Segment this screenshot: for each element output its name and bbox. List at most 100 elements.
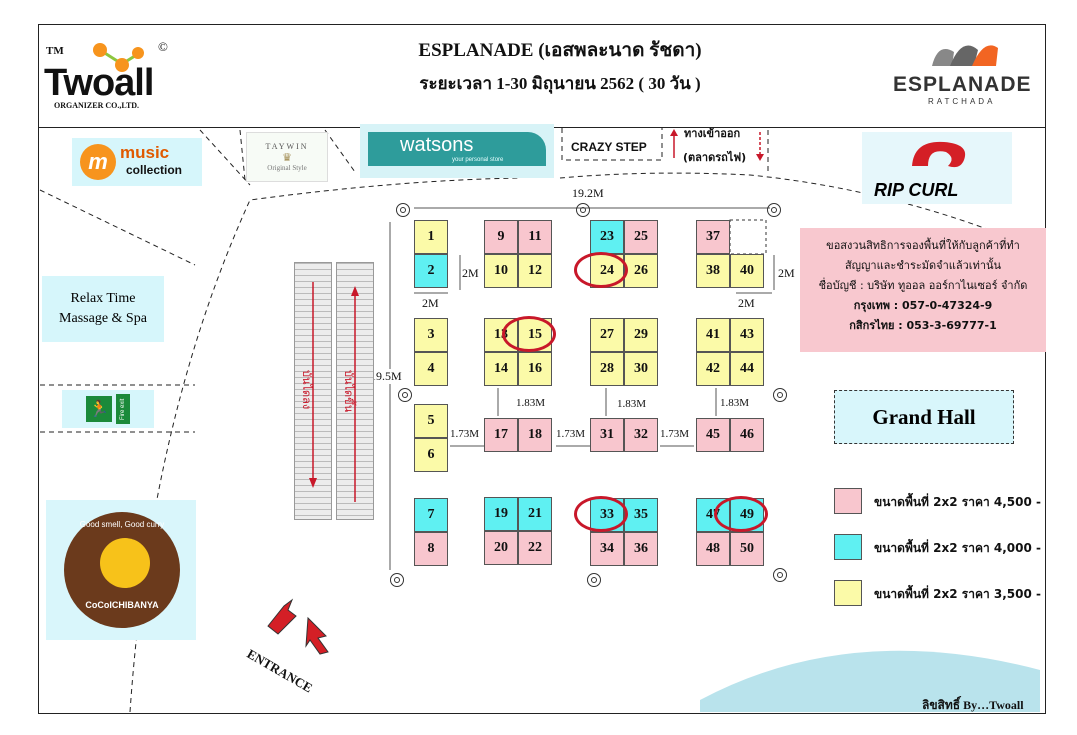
booth-depth-dimension: 2M: [462, 266, 479, 280]
up-arrow-icon: [351, 286, 359, 502]
taywin-crown-icon: ♛: [282, 152, 292, 164]
aisle-dimension: 1.73M: [450, 428, 480, 440]
cocoichi-store: Good smell, Good curry CoCoICHIBANYA: [46, 500, 196, 640]
kasikorn-bank-account: กสิกรไทย : 053-3-69777-1: [849, 319, 997, 332]
cocoichi-arc: Good smell, Good curry: [79, 520, 165, 529]
market-label-2: (ตลาดรถไฟ): [683, 151, 747, 164]
taywin-name: TAYWIN: [265, 142, 309, 151]
booth-48[interactable]: 48: [696, 532, 730, 566]
rip-curl-name: RIP CURL: [874, 180, 959, 200]
booth-14[interactable]: 14: [484, 352, 518, 386]
booth-22[interactable]: 22: [518, 531, 552, 565]
legend-swatch-pink: [834, 488, 862, 514]
booth-2[interactable]: 2: [414, 254, 448, 288]
escalator-down-label: บันไดลง: [300, 370, 313, 410]
fire-exit: 🏃 Fire exit: [62, 390, 154, 428]
booth-16[interactable]: 16: [518, 352, 552, 386]
legend-swatch-yellow: [834, 580, 862, 606]
booth-depth-dimension-right: 2M: [778, 266, 795, 280]
running-man-icon: 🏃: [86, 396, 112, 422]
booth-12[interactable]: 12: [518, 254, 552, 288]
info-line: สัญญาและชำระมัดจำแล้วเท่านั้น: [844, 259, 1002, 272]
page-title: ESPLANADE (เอสพละนาด รัชดา): [418, 40, 702, 61]
pillar-icon: [773, 388, 787, 402]
width-dimension: 19.2M: [572, 186, 604, 200]
reserved-marker-49: [714, 496, 768, 532]
booth-31[interactable]: 31: [590, 418, 624, 452]
watsons-store: watsons your personal store: [360, 124, 554, 178]
booth-1[interactable]: 1: [414, 220, 448, 254]
pillar-icon: [773, 568, 787, 582]
booth-26[interactable]: 26: [624, 254, 658, 288]
booth-9[interactable]: 9: [484, 220, 518, 254]
watsons-name: watsons: [400, 134, 474, 156]
aisle-dimension: 1.83M: [617, 398, 647, 410]
account-name: ชื่อบัญชี : บริษัท ทูออล ออร์กาไนเซอร์ จ…: [818, 279, 1028, 292]
pillar-icon: [767, 203, 781, 217]
booth-34[interactable]: 34: [590, 532, 624, 566]
pillar-icon: [576, 203, 590, 217]
booth-35[interactable]: 35: [624, 498, 658, 532]
info-line: ขอสงวนสิทธิการจองพื้นที่ให้กับลูกค้าที่ท…: [826, 239, 1020, 252]
booth-20[interactable]: 20: [484, 531, 518, 565]
booth-41[interactable]: 41: [696, 318, 730, 352]
spa-name: Relax Time: [70, 291, 136, 306]
booth-21[interactable]: 21: [518, 497, 552, 531]
booth-45[interactable]: 45: [696, 418, 730, 452]
booth-7[interactable]: 7: [414, 498, 448, 532]
booth-43[interactable]: 43: [730, 318, 764, 352]
booth-50[interactable]: 50: [730, 532, 764, 566]
crazy-step-store: CRAZY STEP: [571, 140, 647, 154]
copyright-text: ลิขสิทธิ์ By…Twoall: [922, 698, 1024, 712]
booth-29[interactable]: 29: [624, 318, 658, 352]
watsons-tag: your personal store: [452, 157, 504, 163]
booth-37[interactable]: 37: [696, 220, 730, 254]
fire-exit-label: Fire exit: [116, 394, 130, 424]
reservation-info: ขอสงวนสิทธิการจองพื้นที่ให้กับลูกค้าที่ท…: [800, 228, 1046, 352]
booth-6[interactable]: 6: [414, 438, 448, 472]
booth-32[interactable]: 32: [624, 418, 658, 452]
booth-11[interactable]: 11: [518, 220, 552, 254]
booth-3[interactable]: 3: [414, 318, 448, 352]
taywin-tag: Original Style: [267, 164, 307, 172]
down-arrow-icon: [309, 282, 317, 488]
pillar-icon: [587, 573, 601, 587]
booth-23[interactable]: 23: [590, 220, 624, 254]
molecule-icon: [93, 43, 144, 72]
booth-44[interactable]: 44: [730, 352, 764, 386]
booth-30[interactable]: 30: [624, 352, 658, 386]
bangkok-bank-account: กรุงเทพ : 057-0-47324-9: [853, 299, 993, 312]
booth-38[interactable]: 38: [696, 254, 730, 288]
music-collection-store: m music collection: [72, 138, 202, 186]
booth-36[interactable]: 36: [624, 532, 658, 566]
map-frame: [38, 24, 1046, 714]
grand-hall: Grand Hall: [834, 390, 1014, 444]
booth-40[interactable]: 40: [730, 254, 764, 288]
legend-label: ขนาดพื้นที่ 2x2 ราคา 3,500 -: [874, 587, 1041, 601]
copyright-mark: ©: [158, 39, 168, 54]
booth-28[interactable]: 28: [590, 352, 624, 386]
venue-sub: RATCHADA: [928, 97, 996, 106]
water-area: [700, 650, 1040, 712]
booth-10[interactable]: 10: [484, 254, 518, 288]
taywin-store: TAYWIN ♛ Original Style: [246, 132, 328, 182]
booth-5[interactable]: 5: [414, 404, 448, 438]
booth-8[interactable]: 8: [414, 532, 448, 566]
relax-time-spa: Relax Time Massage & Spa: [42, 276, 164, 342]
booth-width-dimension-right: 2M: [738, 296, 755, 310]
rip-curl-wave-icon: [912, 141, 966, 168]
aisle-dimension: 1.73M: [556, 428, 586, 440]
booth-17[interactable]: 17: [484, 418, 518, 452]
curry-icon: [100, 538, 150, 588]
booth-42[interactable]: 42: [696, 352, 730, 386]
booth-18[interactable]: 18: [518, 418, 552, 452]
booth-19[interactable]: 19: [484, 497, 518, 531]
pillar-icon: [398, 388, 412, 402]
music-store-sub: collection: [126, 163, 183, 177]
aisle-dimension: 1.83M: [516, 397, 546, 409]
booth-25[interactable]: 25: [624, 220, 658, 254]
cocoichi-name: CoCoICHIBANYA: [85, 600, 159, 610]
booth-4[interactable]: 4: [414, 352, 448, 386]
booth-46[interactable]: 46: [730, 418, 764, 452]
booth-27[interactable]: 27: [590, 318, 624, 352]
